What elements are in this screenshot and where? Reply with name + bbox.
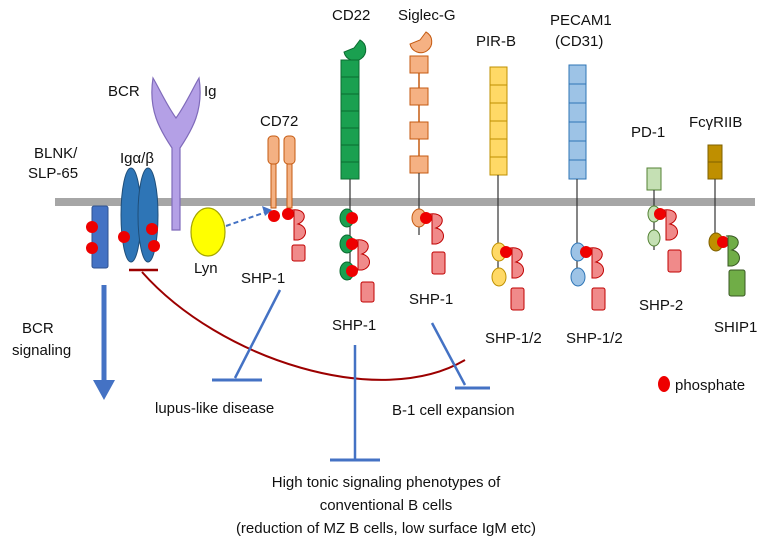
cd22-ligand-domain bbox=[343, 39, 367, 62]
shp1-phosphatase bbox=[355, 239, 370, 271]
fcgr2b-ig-domain bbox=[707, 161, 723, 180]
label-lupus: lupus-like disease bbox=[155, 400, 274, 417]
ship1-tail bbox=[728, 269, 746, 297]
phosphate-dot bbox=[346, 265, 358, 277]
lyn-arrow bbox=[225, 211, 267, 227]
cd22-ig-domains bbox=[340, 59, 360, 180]
cd72-stalk bbox=[270, 163, 277, 209]
ship1-phosphatase bbox=[725, 235, 740, 267]
phosphate-dot bbox=[148, 240, 160, 252]
phosphate-dot bbox=[118, 231, 130, 243]
label-shp12-pecam: SHP-1/2 bbox=[566, 330, 623, 347]
label-blnk: BLNK/ bbox=[34, 145, 78, 162]
phosphate-dot bbox=[500, 246, 512, 258]
shp1-phosphatase bbox=[429, 213, 444, 245]
label-high-tonic-1: High tonic signaling phenotypes of bbox=[272, 474, 501, 491]
shp12-phosphatase bbox=[589, 247, 604, 279]
label-b1-expansion: B-1 cell expansion bbox=[392, 402, 515, 419]
cd72-receptor-left bbox=[267, 135, 280, 165]
label-slp65: SLP-65 bbox=[28, 165, 78, 182]
shp1-siglec-inhibition-line bbox=[430, 322, 467, 386]
label-pecam1-cd31: (CD31) bbox=[555, 33, 603, 50]
legend-phosphate-dot bbox=[658, 376, 670, 392]
label-pd1: PD-1 bbox=[631, 124, 665, 141]
label-siglec-g: Siglec-G bbox=[398, 7, 456, 24]
cell-membrane bbox=[55, 198, 755, 206]
cd72-stalk bbox=[286, 163, 293, 209]
igb-chain bbox=[137, 167, 159, 263]
itim-motif bbox=[570, 267, 586, 287]
inhibitory-arc bbox=[141, 271, 466, 381]
label-high-tonic-2: conventional B cells bbox=[320, 497, 453, 514]
label-shp1-siglec: SHP-1 bbox=[409, 291, 453, 308]
siglecg-ligand-domain bbox=[409, 31, 433, 54]
phosphate-dot bbox=[268, 210, 280, 222]
shp2-phosphatase bbox=[663, 209, 678, 241]
shp12-phosphatase bbox=[509, 247, 524, 279]
label-cd22: CD22 bbox=[332, 7, 370, 24]
label-shp12-pirb: SHP-1/2 bbox=[485, 330, 542, 347]
siglecg-ig-domains bbox=[409, 55, 429, 174]
label-ship1: SHIP1 bbox=[714, 319, 757, 336]
label-fcgr2b: FcγRIIB bbox=[689, 114, 742, 131]
shp1-tail bbox=[360, 281, 375, 303]
legend-phosphate-label: phosphate bbox=[675, 377, 745, 394]
label-shp2: SHP-2 bbox=[639, 297, 683, 314]
label-lyn: Lyn bbox=[194, 260, 218, 277]
label-shp1-cd22: SHP-1 bbox=[332, 317, 376, 334]
label-iga-b: Igα/β bbox=[120, 150, 154, 167]
lyn-kinase bbox=[190, 207, 226, 257]
shp1-cd72-inhibition-line bbox=[233, 289, 282, 379]
itim-motif bbox=[491, 267, 507, 287]
label-high-tonic-3: (reduction of MZ B cells, low surface Ig… bbox=[236, 520, 536, 537]
shp12-tail bbox=[510, 287, 525, 311]
phosphate-dot bbox=[282, 208, 294, 220]
label-pirb: PIR-B bbox=[476, 33, 516, 50]
label-shp1-cd72: SHP-1 bbox=[241, 270, 285, 287]
phosphate-dot bbox=[86, 221, 98, 233]
lyn-arrowhead bbox=[262, 206, 272, 216]
shp2-tail bbox=[667, 249, 682, 273]
shp1-phosphatase bbox=[291, 209, 306, 241]
fcgr2b-ig-domain bbox=[707, 144, 723, 163]
pd1-ig-domain bbox=[646, 167, 662, 191]
shp1-tail bbox=[431, 251, 446, 275]
shp12-tail bbox=[591, 287, 606, 311]
label-bcr-signaling-2: signaling bbox=[12, 342, 71, 359]
phosphate-dot bbox=[146, 223, 158, 235]
phosphate-dot bbox=[580, 246, 592, 258]
label-bcr: BCR bbox=[108, 83, 140, 100]
cd72-receptor-right bbox=[283, 135, 296, 165]
label-bcr-signaling: BCR bbox=[22, 320, 54, 337]
label-pecam1: PECAM1 bbox=[550, 12, 612, 29]
phosphate-dot bbox=[346, 212, 358, 224]
phosphate-dot bbox=[420, 212, 432, 224]
label-ig: Ig bbox=[204, 83, 217, 100]
pecam1-ig-domains bbox=[568, 64, 587, 180]
bcr-signaling-arrowhead bbox=[93, 380, 115, 400]
pirb-ig-domains bbox=[489, 66, 508, 176]
blnk-adaptor bbox=[91, 205, 109, 269]
phosphate-dot bbox=[86, 242, 98, 254]
phosphate-dot bbox=[717, 236, 729, 248]
shp1-tail bbox=[291, 244, 306, 262]
phosphate-dot bbox=[654, 208, 666, 220]
phosphate-dot bbox=[346, 238, 358, 250]
itim-motif bbox=[647, 229, 661, 247]
bcr-immunoglobulin bbox=[151, 76, 201, 231]
label-cd72: CD72 bbox=[260, 113, 298, 130]
